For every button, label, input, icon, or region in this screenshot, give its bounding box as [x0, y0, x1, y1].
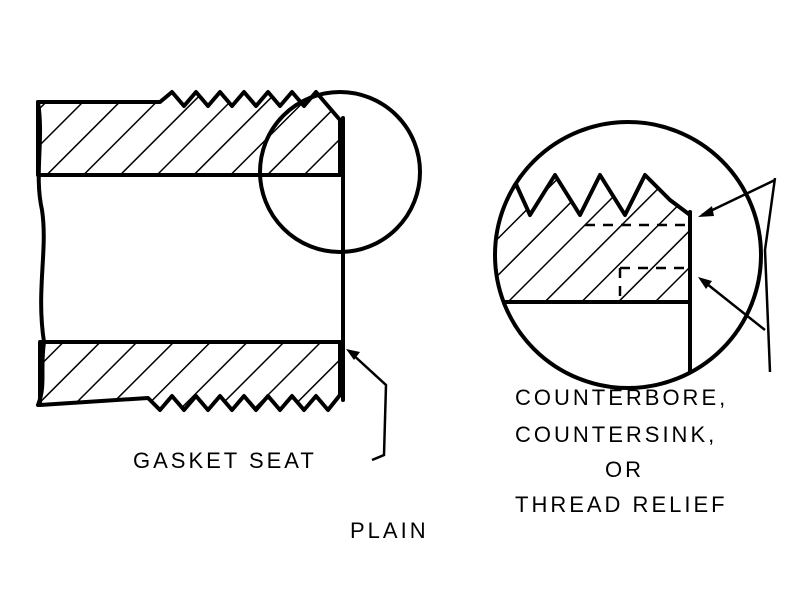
arrowhead-bottom [698, 277, 712, 289]
top-wall [36, 90, 342, 177]
callout-line-4: THREAD RELIEF [515, 492, 728, 517]
callout-line-2: COUNTERSINK, [515, 422, 717, 447]
callout-arrow-bottom [701, 279, 766, 331]
detail-thread-wall [495, 173, 692, 304]
break-line [36, 100, 46, 407]
gasket-seat-label: GASKET SEAT [133, 448, 317, 473]
detail-circle [493, 120, 763, 390]
callout-arrow-top [701, 178, 776, 217]
detail-circle-marker [258, 90, 422, 254]
relief-dashed-outline [585, 223, 688, 300]
callout-line-3: OR [605, 457, 644, 482]
pipe-section [36, 90, 422, 462]
callout-line-1: COUNTERBORE, [515, 385, 728, 410]
detail-view [493, 120, 777, 390]
gasket-leader [349, 351, 388, 462]
plain-label: PLAIN [350, 518, 429, 543]
gasket-arrowhead [346, 349, 360, 360]
bottom-wall [38, 340, 342, 412]
arrowhead-top [698, 206, 714, 217]
callout-bracket [763, 177, 777, 373]
